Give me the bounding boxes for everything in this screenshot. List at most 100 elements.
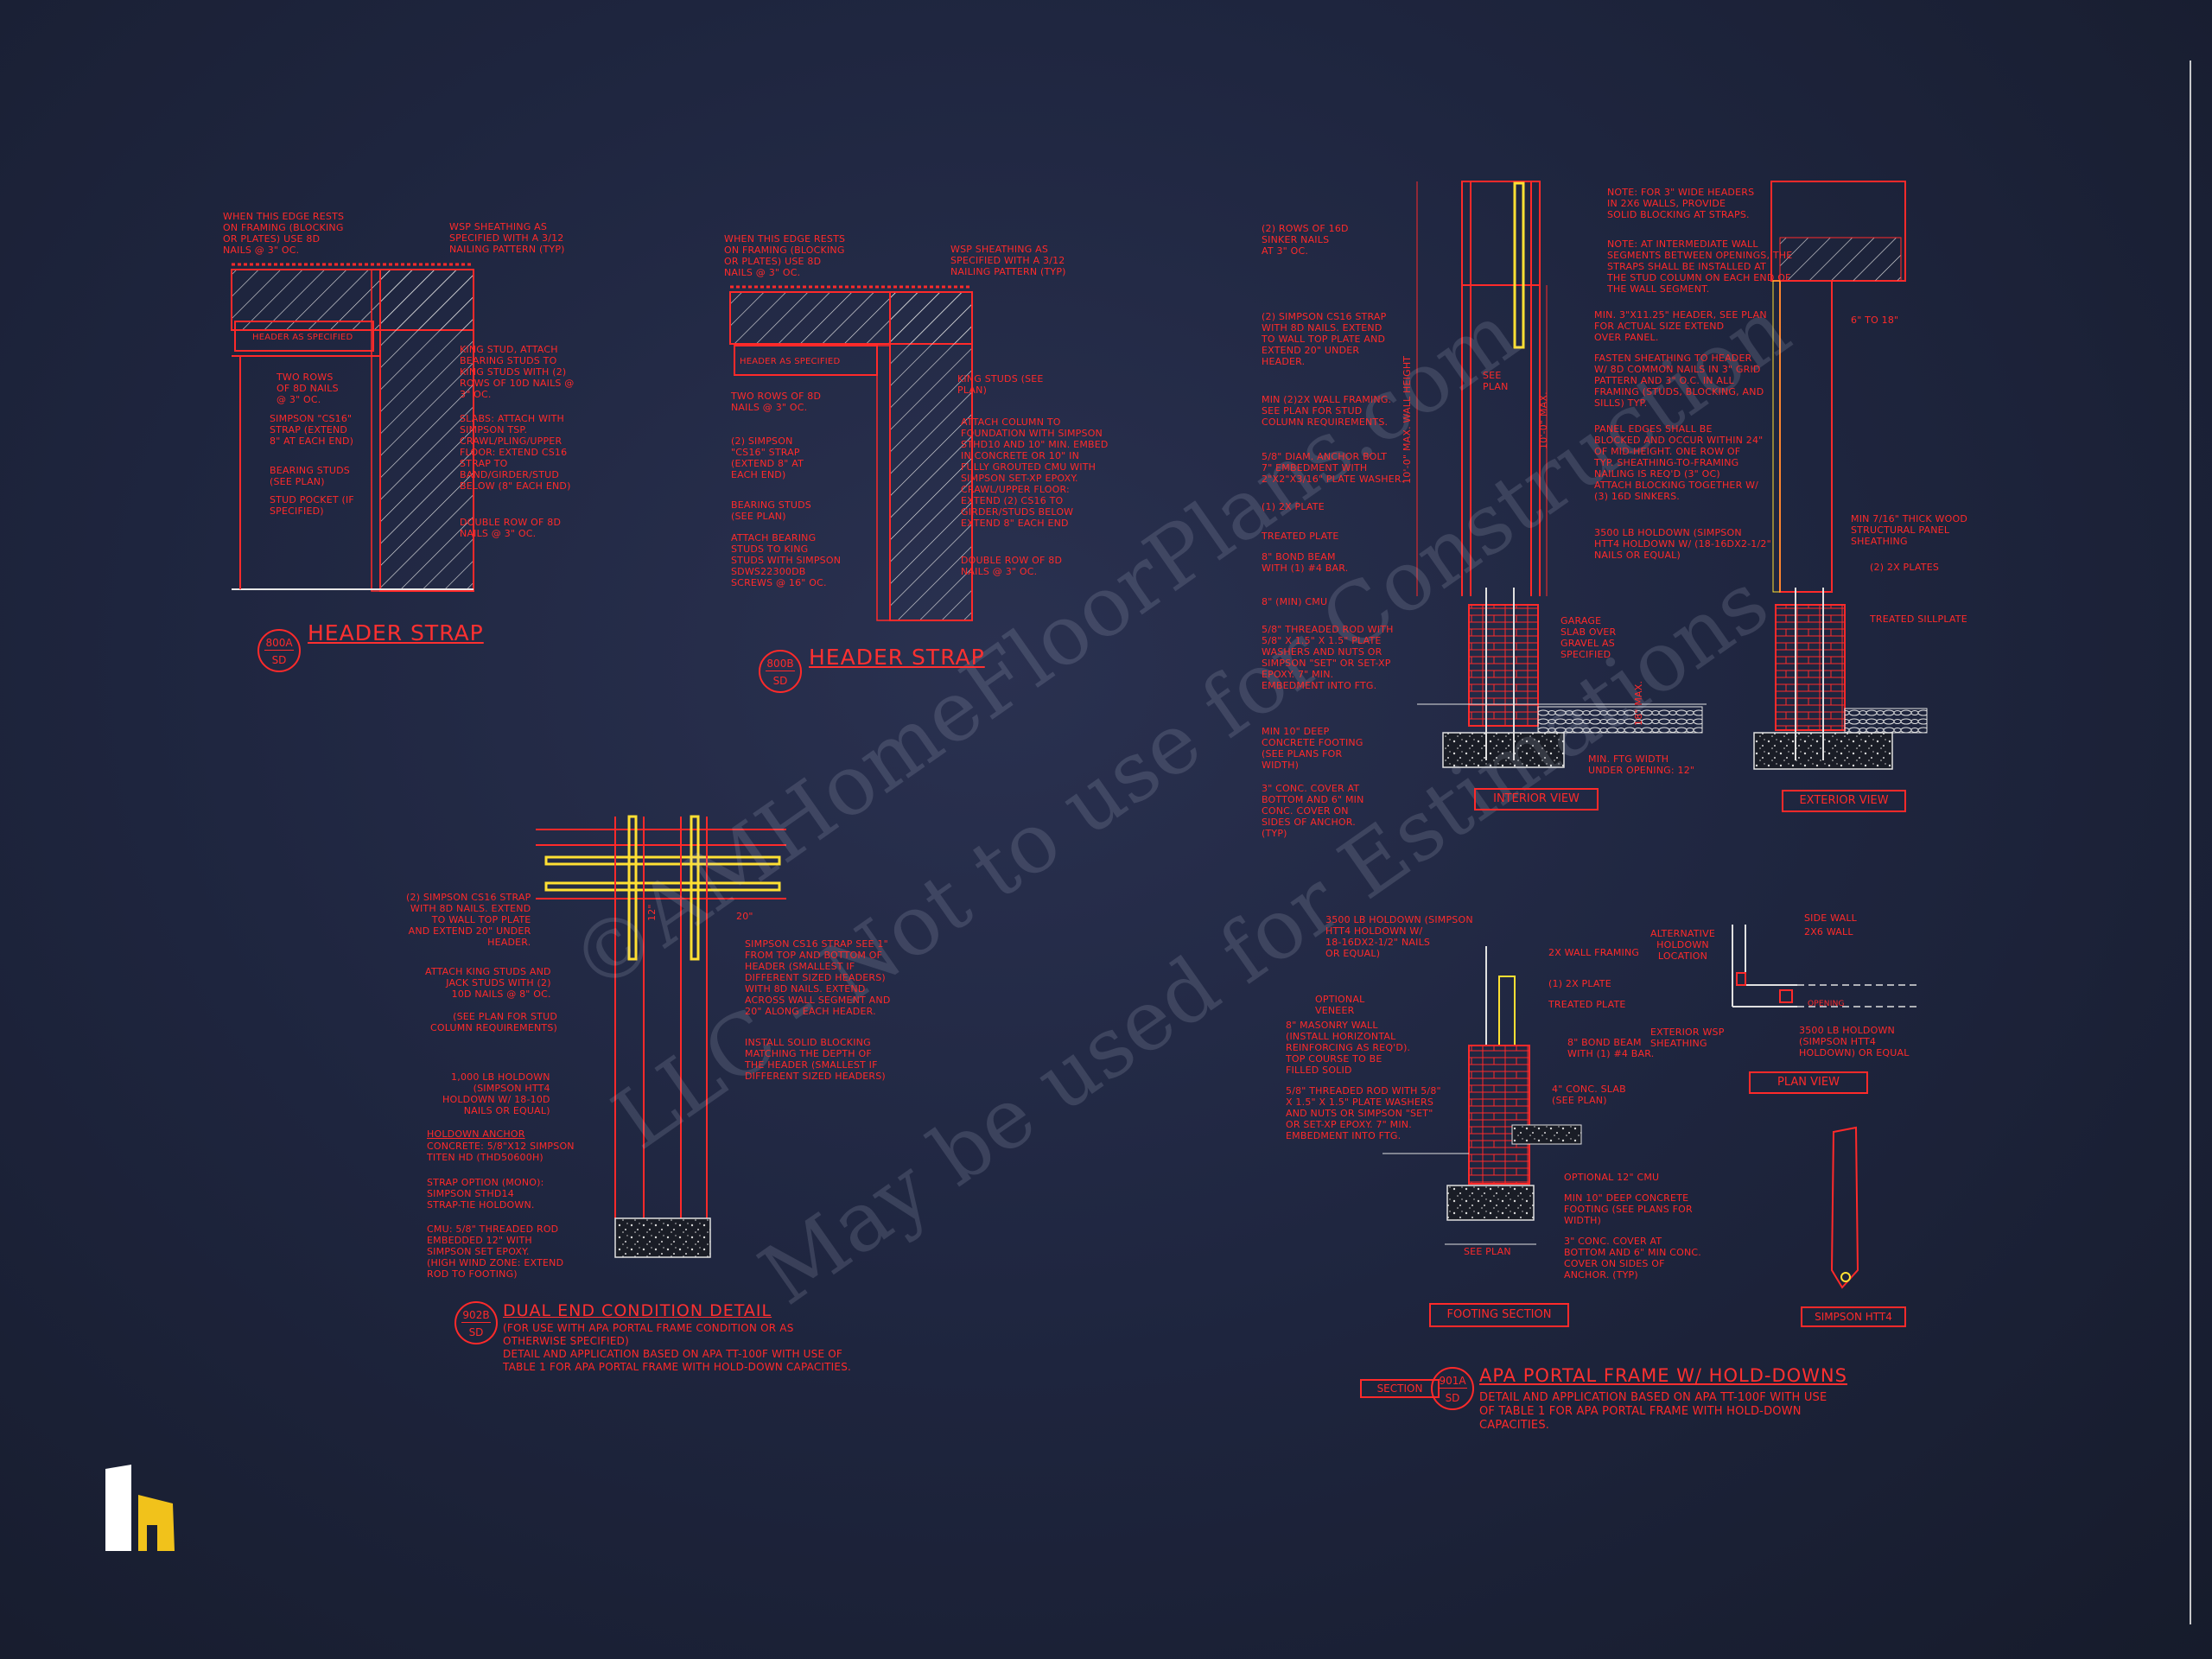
detail-bubble-901a[interactable]: 901A SD <box>1431 1367 1474 1410</box>
detail-bubble-800a[interactable]: 800A SD <box>257 629 301 672</box>
note-902b-6: STRAP OPTION (MONO): SIMPSON STHD14 STRA… <box>427 1177 544 1211</box>
note-902b-8: SIMPSON CS16 STRAP SEE 1" FROM TOP AND B… <box>745 938 891 1017</box>
exterior-note-3: TREATED SILLPLATE <box>1870 613 1967 625</box>
detail-subtitle-901a: DETAIL AND APPLICATION BASED ON APA TT-1… <box>1479 1391 1827 1432</box>
note-800b-7: ATTACH BEARING STUDS TO KING STUDS WITH … <box>731 532 842 588</box>
exterior-note-0: 6" TO 18" <box>1851 315 1899 326</box>
interior-note-right-1: NOTE: AT INTERMEDIATE WALL SEGMENTS BETW… <box>1607 238 1793 295</box>
detail-bubble-902b[interactable]: 902B SD <box>454 1301 498 1344</box>
plan-view-drawing <box>1732 925 1918 1007</box>
footing-note-5: 8" MASONRY WALL (INSTALL HORIZONTAL REIN… <box>1286 1020 1411 1076</box>
section-label: SECTION <box>1360 1379 1440 1398</box>
interior-note-left-10: 3" CONC. COVER AT BOTTOM AND 6" MIN CONC… <box>1262 783 1364 839</box>
interior-note-left-6: 8" BOND BEAM WITH (1) #4 BAR. <box>1262 551 1349 574</box>
label-simpson-htt4: SIMPSON HTT4 <box>1801 1306 1906 1327</box>
bubble-sheet-902b: SD <box>468 1326 484 1338</box>
dim-wall-height: 10'-0" MAX. WALL HEIGHT <box>1402 355 1413 484</box>
plan-note-2: ALTERNATIVE HOLDOWN LOCATION <box>1650 928 1715 962</box>
label-interior-view: INTERIOR VIEW <box>1474 788 1599 810</box>
footing-note-6: 8" BOND BEAM WITH (1) #4 BAR. <box>1567 1037 1655 1059</box>
interior-note-right-5: 3500 LB HOLDOWN (SIMPSON HTT4 HOLDOWN W/… <box>1594 527 1771 561</box>
detail-title-800b: HEADER STRAP <box>809 645 985 670</box>
note-902b-4: HOLDOWN ANCHOR <box>427 1128 525 1140</box>
bubble-number-901a: 901A <box>1439 1375 1466 1387</box>
interior-view-drawing <box>1416 181 1707 768</box>
footing-note-9: OPTIONAL 12" CMU <box>1564 1172 1660 1183</box>
note-902b-5: CONCRETE: 5/8"x12 SIMPSON TITEN HD (THD5… <box>427 1141 575 1163</box>
dim-902b-0: 20" <box>736 911 753 922</box>
bubble-sheet-800b: SD <box>772 675 788 687</box>
interior-note-left-9: MIN 10" DEEP CONCRETE FOOTING (SEE PLANS… <box>1262 726 1363 771</box>
detail-subtitle-902b: (FOR USE WITH APA PORTAL FRAME CONDITION… <box>503 1322 852 1373</box>
note-800b-6: BEARING STUDS (SEE PLAN) <box>731 499 811 522</box>
footing-note-0: 3500 LB HOLDOWN (SIMPSON HTT4 HOLDOWN W/… <box>1325 914 1473 959</box>
note-800a-0: WHEN THIS EDGE RESTS ON FRAMING (BLOCKIN… <box>223 211 345 256</box>
note-800b-4: (2) SIMPSON "CS16" STRAP (EXTEND 8" AT E… <box>731 435 804 480</box>
bubble-number-800b: 800B <box>766 658 794 670</box>
note-800b-5: ATTACH COLUMN TO FOUNDATION WITH SIMPSON… <box>961 416 1109 529</box>
footing-note-1: 2X WALL FRAMING <box>1548 947 1640 958</box>
sheet-border-line <box>2190 60 2191 1624</box>
note-800b-1: WSP SHEATHING AS SPECIFIED WITH A 3/12 N… <box>950 244 1066 277</box>
header-label-800a: HEADER AS SPECIFIED <box>252 333 353 342</box>
dim-max-10: 10'-0" MAX. <box>1538 391 1549 449</box>
detail-title-901a: APA PORTAL FRAME W/ HOLD-DOWNS <box>1479 1365 1847 1386</box>
interior-note-right-6: GARAGE SLAB OVER GRAVEL AS SPECIFIED <box>1560 615 1617 660</box>
note-800b-0: WHEN THIS EDGE RESTS ON FRAMING (BLOCKIN… <box>724 233 846 278</box>
plan-note-1: 2x6 WALL <box>1804 926 1853 938</box>
interior-note-right-7: MIN. FTG WIDTH UNDER OPENING: 12" <box>1588 753 1695 776</box>
footing-note-4: OPTIONAL VENEER <box>1315 994 1365 1016</box>
note-800a-8: DOUBLE ROW OF 8d NAILS @ 3" OC. <box>460 517 562 539</box>
interior-note-left-7: 8" (MIN) CMU <box>1262 596 1328 607</box>
simpson-htt4-drawing <box>1830 1126 1859 1289</box>
bubble-sheet-800a: SD <box>271 654 287 666</box>
detail-title-800a: HEADER STRAP <box>308 620 484 645</box>
note-800a-2: KING STUD, ATTACH BEARING STUDS TO KING … <box>460 344 575 400</box>
company-logo <box>105 1465 175 1551</box>
footing-note-3: TREATED PLATE <box>1548 999 1626 1010</box>
bubble-number-902b: 902B <box>462 1309 490 1321</box>
footing-note-11: 3" CONC. COVER AT BOTTOM AND 6" MIN CONC… <box>1564 1236 1701 1281</box>
note-800b-8: DOUBLE ROW OF 8d NAILS @ 3" OC. <box>961 555 1063 577</box>
detail-title-902b: DUAL END CONDITION DETAIL <box>503 1301 772 1320</box>
note-800a-5: SIMPSON "CS16" STRAP (EXTEND 8" AT EACH … <box>270 413 354 447</box>
note-800a-4: TWO ROWS OF 8d NAILS @ 3" OC. <box>276 372 339 405</box>
note-902b-1: ATTACH KING STUDS AND JACK STUDS WITH (2… <box>425 966 551 1000</box>
note-902b-7: CMU: 5/8" THREADED ROD EMBEDDED 12" WITH… <box>427 1224 564 1280</box>
bubble-sheet-901a: SD <box>1445 1392 1460 1404</box>
note-800a-6: BEARING STUDS (SEE PLAN) <box>270 465 350 487</box>
note-800a-3: SLABS: ATTACH WITH SIMPSON TSP. CRAWL/PL… <box>460 413 571 492</box>
plan-note-3: OPENING <box>1808 1000 1845 1008</box>
plan-note-0: SIDE WALL <box>1804 912 1858 924</box>
footing-section-drawing <box>1382 946 1582 1245</box>
detail-800a-drawing <box>231 263 474 592</box>
note-800a-1: WSP SHEATHING AS SPECIFIED WITH A 3/12 N… <box>449 221 565 255</box>
label-exterior-view: EXTERIOR VIEW <box>1782 790 1906 812</box>
dim-902b-1: 12" <box>646 904 658 921</box>
interior-note-left-2: MIN (2)2X WALL FRAMING. SEE PLAN FOR STU… <box>1262 394 1392 428</box>
note-800a-7: STUD POCKET (IF SPECIFIED) <box>270 494 354 517</box>
interior-note-right-3: FASTEN SHEATHING TO HEADER W/ 8d COMMON … <box>1594 353 1764 409</box>
label-footing-section: FOOTING SECTION <box>1429 1303 1569 1327</box>
interior-note-left-3: 5/8" DIAM. ANCHOR BOLT 7" EMBEDMENT WITH… <box>1262 451 1405 485</box>
footing-note-2: (1) 2x PLATE <box>1548 978 1611 989</box>
dim-max-18: 18" MAX. <box>1633 680 1644 726</box>
exterior-note-2: (2) 2x PLATES <box>1870 562 1940 573</box>
note-902b-2: (SEE PLAN FOR STUD COLUMN REQUIREMENTS) <box>430 1011 557 1033</box>
header-label-800b: HEADER AS SPECIFIED <box>740 357 841 366</box>
interior-note-left-1: (2) SIMPSON CS16 STRAP WITH 8d NAILS. EX… <box>1262 311 1387 367</box>
footing-note-10: MIN 10" DEEP CONCRETE FOOTING (SEE PLANS… <box>1564 1192 1693 1226</box>
interior-note-left-5: TREATED PLATE <box>1262 531 1339 542</box>
note-902b-9: INSTALL SOLID BLOCKING MATCHING THE DEPT… <box>745 1037 886 1082</box>
footing-note-7: 5/8" THREADED ROD WITH 5/8" x 1.5" x 1.5… <box>1286 1085 1441 1141</box>
note-902b-3: 1,000 LB HOLDOWN (SIMPSON HTT4 HOLDOWN W… <box>442 1071 550 1116</box>
plan-note-4: EXTERIOR WSP SHEATHING <box>1650 1027 1725 1049</box>
detail-800b-drawing <box>729 285 973 621</box>
detail-902b-drawing <box>536 815 786 1258</box>
exterior-view-drawing <box>1753 181 1928 770</box>
interior-see-plan: SEE PLAN <box>1483 370 1509 392</box>
plan-note-5: 3500 LB HOLDOWN (SIMPSON HTT4 HOLDOWN) O… <box>1799 1025 1910 1058</box>
detail-bubble-800b[interactable]: 800B SD <box>759 650 802 693</box>
